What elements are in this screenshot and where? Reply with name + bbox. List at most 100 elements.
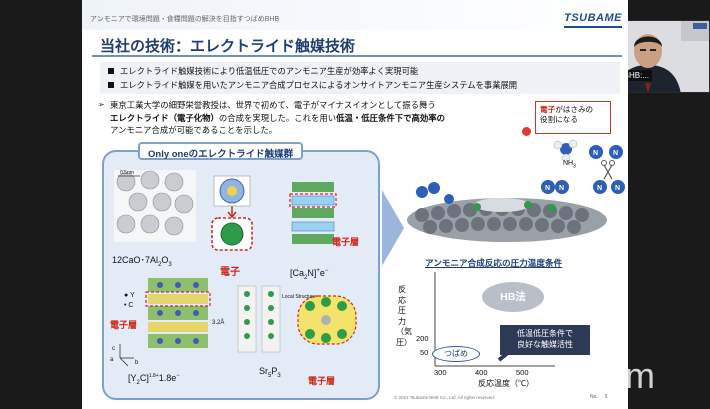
y2c-end: C] <box>139 373 149 383</box>
slide-number-label: No. <box>590 394 598 400</box>
nitrogen-atom-icons <box>416 145 625 204</box>
axis-a-label: a <box>110 357 114 363</box>
sr5p3-sub: 5 <box>268 372 272 379</box>
distance-label: 3.2Å <box>212 320 225 326</box>
sr5p3-text: Sr <box>259 366 268 376</box>
catalyst-surface-illustration: N N N N N N <box>407 139 625 242</box>
ammonia-molecule-icon <box>553 139 578 163</box>
svg-text:N: N <box>613 150 618 157</box>
ca2n-sup: + <box>316 268 320 274</box>
ca2n-e: e <box>319 268 325 278</box>
c12a7-lattice <box>114 170 196 242</box>
callout-text: 役割になる <box>540 115 578 124</box>
tsubame-region: つばめ <box>432 346 480 362</box>
svg-text:N: N <box>593 150 598 157</box>
chart-xtick: 500 <box>516 368 529 377</box>
electron-layer-label: 電子層 <box>110 320 138 330</box>
y2c-esup: − <box>176 373 180 379</box>
cage-zoom <box>211 175 253 251</box>
callout-highlight: 電子 <box>540 105 556 114</box>
c12a7-sub: 2 <box>158 261 162 268</box>
slide-header-band <box>82 0 628 30</box>
legend-c: • C <box>124 302 134 309</box>
svg-text:N: N <box>545 185 550 192</box>
c12a7-sub: 3 <box>168 261 172 268</box>
sr5p3-sub: 3 <box>277 372 281 379</box>
scissors-callout: 電子がはさみの 役割になる <box>535 101 611 134</box>
electron-label: 電子 <box>220 267 240 278</box>
paragraph-bold: 低温・低圧条件下で高効率の <box>336 112 445 123</box>
svg-text:N: N <box>615 185 620 192</box>
nh3-text: NH <box>563 160 574 167</box>
paragraph-line: 東京工業大学の細野栄誉教授は、世界で初めて、電子がマイナスイオンとして振る舞う <box>110 100 436 110</box>
ca2n-text: [Ca <box>290 268 305 278</box>
paragraph-line: アンモニア合成が可能であることを示した。 <box>110 125 278 135</box>
scale-label: 0.5nm <box>120 170 134 176</box>
title-divider <box>92 55 622 57</box>
axis-b-label: b <box>135 360 139 366</box>
chart-ylabel: 反応圧力（気圧） <box>396 285 412 347</box>
arrow-bullet-icon: ➢ <box>98 100 105 109</box>
y2c-formula: [Y2C]1.8+1.8e− <box>128 373 180 386</box>
callout-line: 良好な触媒活性 <box>517 340 573 349</box>
paragraph-text: の合成を実現した。これを用い <box>218 112 337 123</box>
ca2n-esup: − <box>324 268 329 274</box>
bullet-text: エレクトライド触媒を用いたアンモニア合成プロセスによるオンサイトアンモニア生産シ… <box>120 80 518 90</box>
chart-ytick: 50 <box>420 348 429 357</box>
axis-c-label: c <box>112 346 115 352</box>
chart-xlabel: 反応温度（℃） <box>478 379 534 388</box>
chart-ytick: 200 <box>416 334 429 343</box>
crystal-axes-icon <box>119 344 134 367</box>
brand-logo-underline <box>564 26 622 28</box>
y2c-e: 1.8e <box>158 373 177 383</box>
crystal-structure-illustrations <box>114 170 357 367</box>
bullet-item: エレクトライド触媒技術により低温低圧でのアンモニア生産が効率よく実現可能 <box>108 65 418 77</box>
chart-xtick: 400 <box>475 368 488 377</box>
y2c-sup: 1.8+ <box>148 373 159 379</box>
bullet-square-icon <box>108 82 114 88</box>
ca2n-sub: 2 <box>304 274 308 281</box>
paragraph-bold: エレクトライド（電子化物） <box>110 112 219 123</box>
svg-text:N: N <box>559 185 564 192</box>
sr5p3-formula: Sr5P3 <box>259 366 281 379</box>
description-paragraph: ➢ 東京工業大学の細野栄誉教授は、世界で初めて、電子がマイナスイオンとして振る舞… <box>98 99 505 137</box>
callout-text: がはさみの <box>555 105 594 114</box>
c12a7-o: O <box>161 255 169 265</box>
low-temp-callout: 低温低圧条件で 良好な触媒活性 <box>500 325 590 355</box>
electron-layer-label: 電子層 <box>308 376 336 386</box>
sr5p3-structure <box>237 285 357 353</box>
slide-tagline: アンモニアで環境問題・食糧問題の解決を目指すつばめBHB <box>90 16 280 23</box>
ca2n-layers <box>289 182 337 244</box>
y2c-sub: 2 <box>136 379 140 386</box>
slide-title: 当社の技術：エレクトライド触媒技術 <box>100 38 356 55</box>
panel-title: Only oneのエレクトライド触媒群 <box>138 142 304 160</box>
bullet-box: エレクトライド触媒技術により低温低圧でのアンモニア生産が効率よく実現可能 エレク… <box>100 62 620 94</box>
copyright: © 2021 Tsubame BHB Co., Ltd. All rights … <box>394 395 496 400</box>
nh3-sub: 3 <box>573 163 576 170</box>
bullet-item: エレクトライド触媒を用いたアンモニア合成プロセスによるオンサイトアンモニア生産シ… <box>108 79 517 91</box>
y2c-layers <box>145 278 211 348</box>
chart-title: アンモニア合成反応の圧力温度条件 <box>425 258 563 268</box>
svg-text:N: N <box>597 185 602 192</box>
ca2n-end: N] <box>307 268 317 278</box>
legend-y: ● Y <box>124 292 135 299</box>
c12a7-formula: 12CaO･7Al2O3 <box>112 253 172 268</box>
catalyst-particle-grid <box>407 198 607 242</box>
brand-logo: TSUBAME <box>564 12 622 24</box>
right-arrow-icon <box>382 190 404 266</box>
sr5p3-p: P <box>271 366 278 376</box>
nitrogen-atom-labels: N N N N N N <box>545 150 620 192</box>
local-structure-label: Local Structure <box>282 294 316 300</box>
callout-line: 低温低圧条件で <box>517 329 573 338</box>
electron-layer-label: 電子層 <box>332 237 360 247</box>
bullet-text: エレクトライド触媒技術により低温低圧でのアンモニア生産が効率よく実現可能 <box>120 66 419 76</box>
y2c-text: [Y <box>128 373 137 383</box>
bullet-square-icon <box>108 68 114 74</box>
scissors-icon <box>601 160 615 180</box>
chart-xtick: 300 <box>434 368 447 377</box>
slide-number-value: 5 <box>604 394 608 400</box>
nh3-label: NH3 <box>563 160 576 169</box>
c12a7-text: 12CaO･7Al <box>112 255 159 265</box>
electron-dot-icon <box>522 127 531 136</box>
slide-number: No. 5 <box>590 394 608 400</box>
